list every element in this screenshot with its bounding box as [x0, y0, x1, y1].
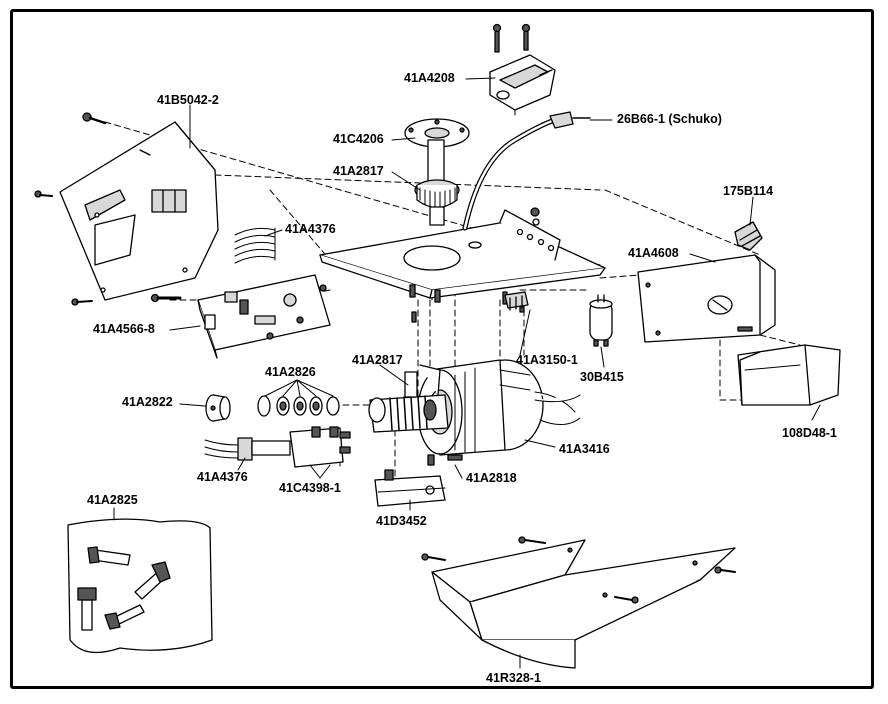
- label-41C4398-1: 41C4398-1: [279, 481, 341, 495]
- terminal-block: [504, 291, 529, 311]
- light-lens-41A4608: [637, 254, 776, 343]
- label-41A3150-1: 41A3150-1: [516, 353, 578, 367]
- circuit-board: [197, 274, 331, 359]
- label-41A2817-top: 41A2817: [333, 164, 384, 178]
- diagram-border: [10, 9, 874, 689]
- label-41A2817-mid: 41A2817: [352, 353, 403, 367]
- screw-top-left: [34, 112, 182, 306]
- label-175B114: 175B114: [723, 184, 774, 198]
- rail-screws: [421, 536, 736, 604]
- label-41A2825: 41A2825: [87, 493, 138, 507]
- label-41A4376-top: 41A4376: [285, 222, 336, 236]
- label-41R328-1: 41R328-1: [486, 671, 541, 685]
- screws-41A2818: [427, 454, 463, 466]
- bracket-41A4208: [489, 23, 556, 111]
- screw-bag-41A2825: [67, 518, 213, 654]
- worm-gear-assembly: [368, 364, 449, 433]
- cover-41B5042-2: [59, 121, 219, 301]
- wire-harness-top: [234, 227, 276, 264]
- capacitor-30B415: [589, 294, 613, 347]
- label-41A2822: 41A2822: [122, 395, 173, 409]
- chassis-plate: [319, 207, 606, 299]
- leader-lines: [113, 77, 821, 669]
- label-41D3452: 41D3452: [376, 514, 427, 528]
- socket-175B114: [734, 221, 763, 251]
- cap-41A2822: [205, 394, 231, 422]
- label-41A4566-8: 41A4566-8: [93, 322, 155, 336]
- label-30B415: 30B415: [580, 370, 624, 384]
- limit-switch-assembly: [204, 426, 351, 468]
- label-41A3416: 41A3416: [559, 442, 610, 456]
- label-108D48-1: 108D48-1: [782, 426, 837, 440]
- power-cord: [462, 111, 591, 231]
- label-41B5042-2: 41B5042-2: [157, 93, 219, 107]
- label-41A4208: 41A4208: [404, 71, 455, 85]
- label-41A2818: 41A2818: [466, 471, 517, 485]
- label-41A2826: 41A2826: [265, 365, 316, 379]
- drive-shaft-assembly: [404, 118, 470, 226]
- rail-bracket-41R328-1: [431, 539, 736, 669]
- label-41A4376-bottom: 41A4376: [197, 470, 248, 484]
- label-26B66-1: 26B66-1 (Schuko): [617, 112, 722, 126]
- gear-parts-41A2826: [257, 395, 340, 417]
- cover-108D48-1: [737, 344, 841, 406]
- label-41A4608: 41A4608: [628, 246, 679, 260]
- label-41C4206: 41C4206: [333, 132, 384, 146]
- bracket-41D3452: [374, 469, 446, 507]
